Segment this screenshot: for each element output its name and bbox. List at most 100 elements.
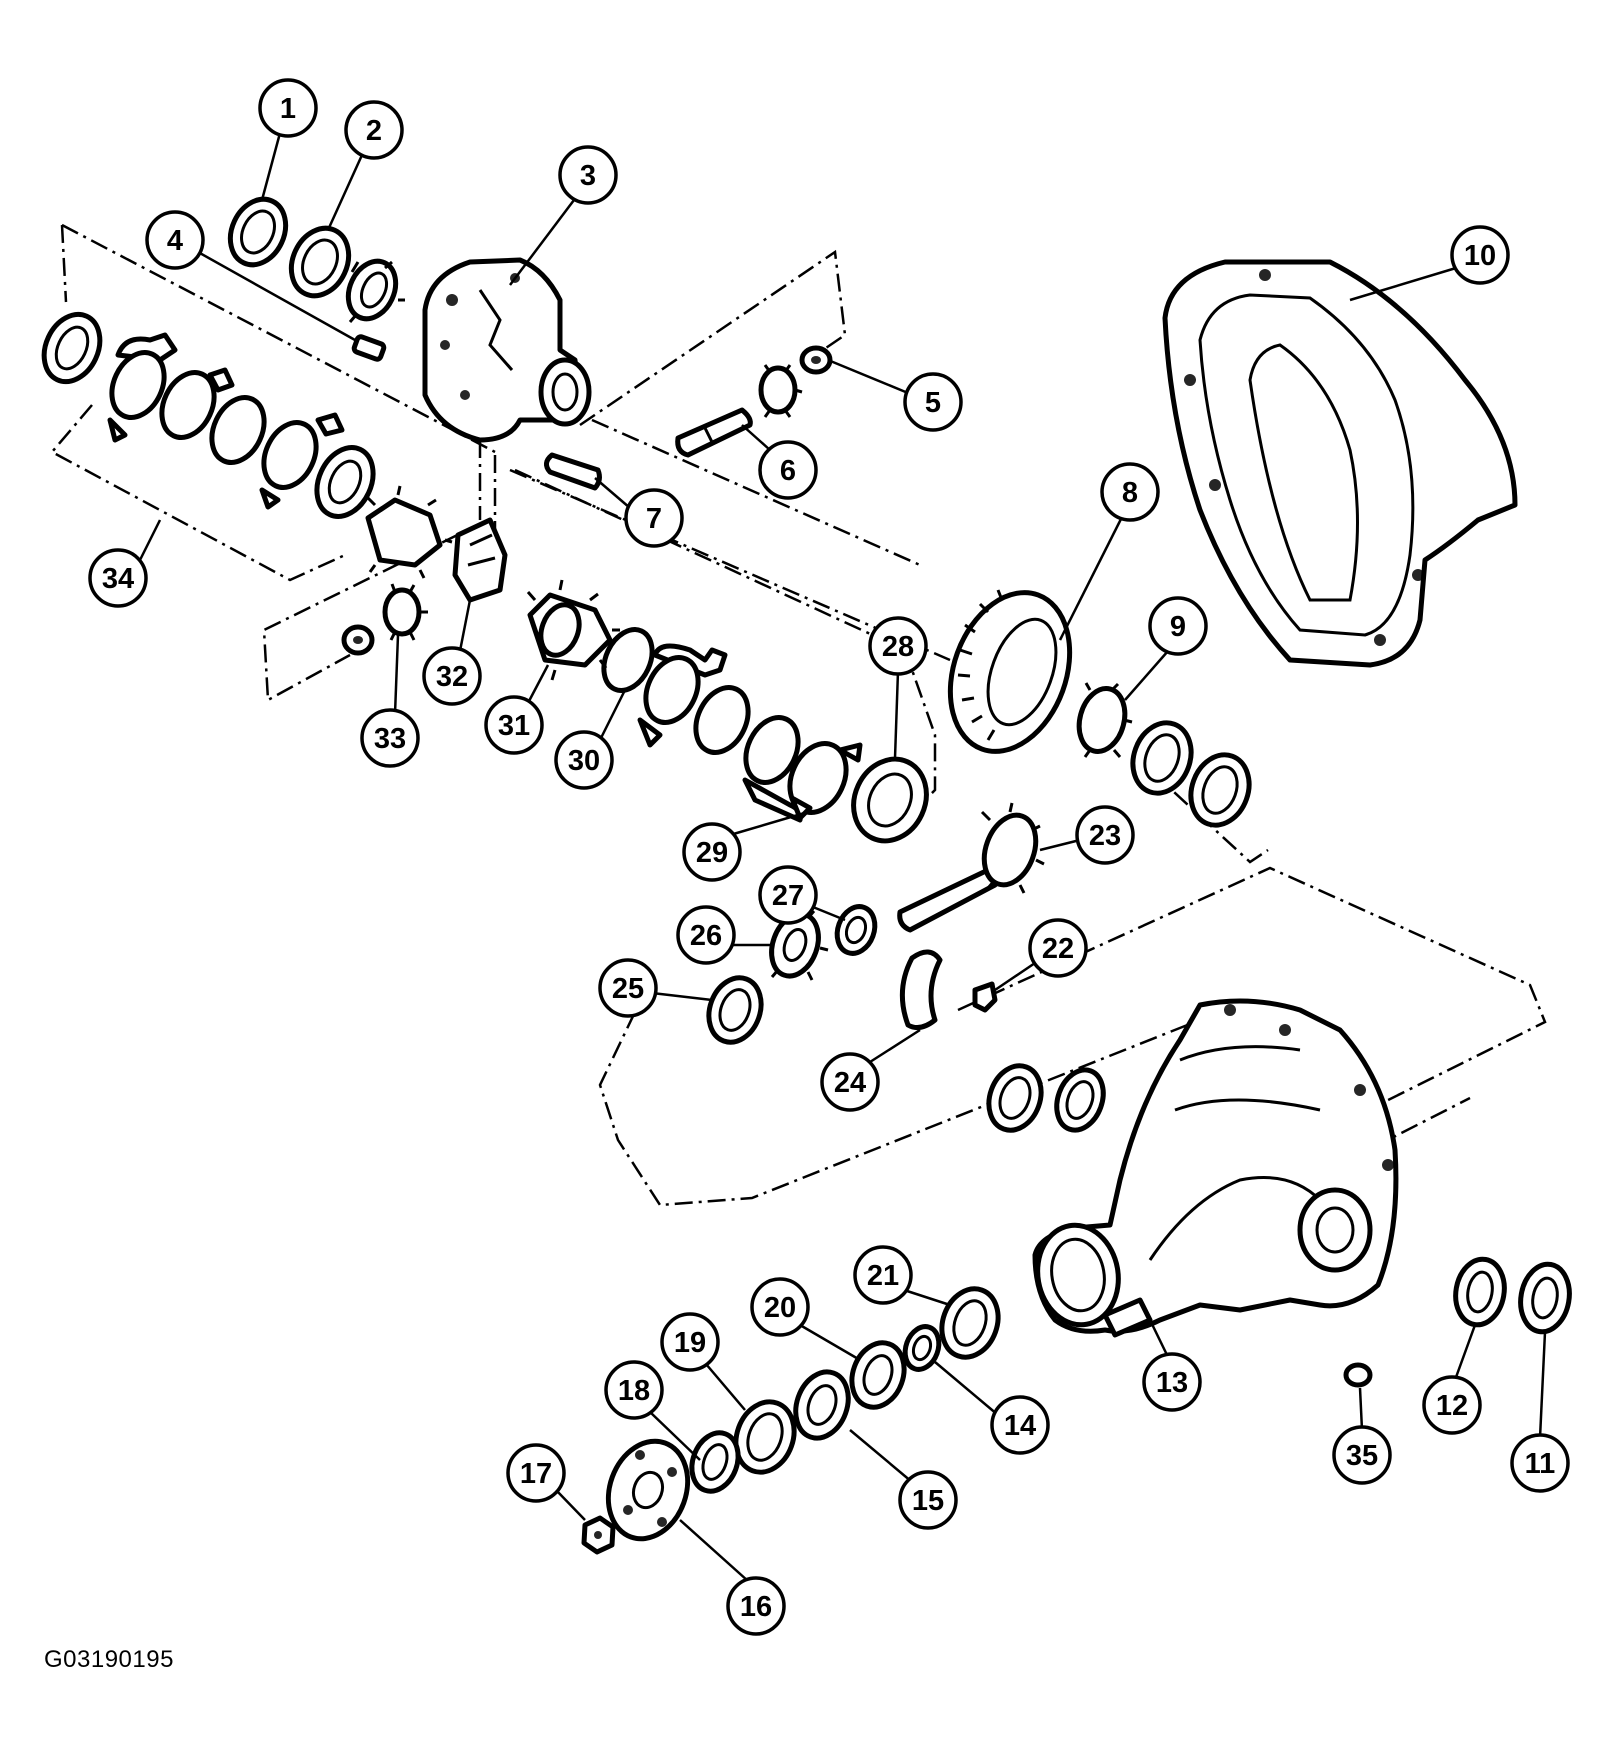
part-5-thrust-washer — [799, 345, 833, 375]
part-31-side-gear — [526, 579, 620, 681]
callout-5: 5 — [903, 372, 963, 432]
callout-number: 31 — [498, 710, 530, 742]
callout-number: 4 — [167, 225, 183, 257]
callout-11: 11 — [1510, 1433, 1570, 1493]
callout-circle — [1510, 1433, 1570, 1493]
callout-circle — [1450, 225, 1510, 285]
callout-27: 27 — [758, 865, 818, 925]
part-27-bearing-cup — [834, 904, 878, 956]
callout-circle — [422, 646, 482, 706]
callout-number: 21 — [867, 1260, 899, 1292]
callout-25: 25 — [598, 958, 658, 1018]
callout-number: 16 — [740, 1591, 772, 1623]
callout-number: 17 — [520, 1458, 552, 1490]
part-7-lock-pin — [544, 452, 602, 491]
callout-circle — [682, 822, 742, 882]
part-17-nut — [581, 1515, 616, 1555]
callout-23: 23 — [1075, 805, 1135, 865]
callout-circle — [598, 958, 658, 1018]
callout-circle — [604, 1360, 664, 1420]
callout-circle — [1422, 1375, 1482, 1435]
part-side-bearing — [345, 258, 405, 323]
callout-number: 15 — [912, 1485, 944, 1517]
part-14-collapsible-spacer — [902, 1324, 942, 1372]
callout-20: 20 — [750, 1277, 810, 1337]
callout-33: 33 — [360, 708, 420, 768]
callout-number: 35 — [1346, 1440, 1378, 1472]
part-28-seal — [851, 756, 929, 844]
part-34-clutch-pack-left — [41, 311, 376, 519]
part-9-bearing — [1076, 682, 1133, 758]
callout-12: 12 — [1422, 1375, 1482, 1435]
callout-18: 18 — [604, 1360, 664, 1420]
callout-circle — [750, 1277, 810, 1337]
callout-number: 3 — [580, 160, 596, 192]
callout-2: 2 — [344, 100, 404, 160]
callout-circle — [88, 548, 148, 608]
part-1-bearing-race — [227, 196, 289, 268]
callout-number: 22 — [1042, 933, 1074, 965]
callout-32: 32 — [422, 646, 482, 706]
callout-10: 10 — [1450, 225, 1510, 285]
callout-number: 30 — [568, 745, 600, 777]
callout-24: 24 — [820, 1052, 880, 1112]
part-35-plug — [1343, 1362, 1373, 1388]
callout-circle — [624, 488, 684, 548]
callout-15: 15 — [898, 1470, 958, 1530]
callout-number: 32 — [436, 661, 468, 693]
part-19-bearing-race — [733, 1399, 797, 1475]
callout-number: 11 — [1525, 1448, 1556, 1480]
callout-circle — [903, 372, 963, 432]
part-25-bearing-race — [706, 975, 764, 1045]
part-side-gear-left — [365, 485, 453, 579]
callout-14: 14 — [990, 1395, 1050, 1455]
callout-circle — [258, 78, 318, 138]
callout-1: 1 — [258, 78, 318, 138]
part-13-differential-housing — [1032, 998, 1399, 1338]
part-24-bracket — [899, 949, 943, 1031]
callout-28: 28 — [868, 616, 928, 676]
parts — [41, 196, 1572, 1555]
callout-number: 14 — [1004, 1410, 1036, 1442]
part-3-differential-case — [422, 257, 592, 443]
figure-code: G03190195 — [44, 1646, 174, 1673]
part-10-rear-cover — [1162, 259, 1518, 668]
part-6-cross-shaft — [675, 407, 753, 458]
callout-circle — [145, 210, 205, 270]
callout-4: 4 — [145, 210, 205, 270]
callout-circle — [360, 708, 420, 768]
callout-number: 19 — [674, 1327, 706, 1359]
callout-circle — [1332, 1425, 1392, 1485]
part-22-bolt — [972, 981, 998, 1013]
callout-circle — [726, 1576, 786, 1636]
callout-circle — [853, 1245, 913, 1305]
callout-26: 26 — [676, 905, 736, 965]
part-16-companion-flange — [605, 1438, 691, 1542]
callout-circle — [1100, 462, 1160, 522]
callout-number: 23 — [1089, 820, 1121, 852]
part-11-side-seal — [1518, 1261, 1572, 1335]
part-33-pinion-gear — [382, 583, 428, 641]
part-21-bearing-race — [939, 1286, 1001, 1360]
callout-16: 16 — [726, 1576, 786, 1636]
callout-labels: 1234567891011121314151617181920212223242… — [88, 78, 1570, 1636]
callout-number: 29 — [696, 837, 728, 869]
callout-circle — [1142, 1352, 1202, 1412]
callout-circle — [558, 145, 618, 205]
callout-number: 20 — [764, 1292, 796, 1324]
part-23-drive-pinion — [897, 802, 1045, 933]
callout-circle — [484, 695, 544, 755]
part-8-ring-gear — [947, 589, 1073, 754]
part-18-oil-seal — [689, 1430, 741, 1494]
part-housing-race-b — [1054, 1067, 1106, 1133]
callout-8: 8 — [1100, 462, 1160, 522]
callout-number: 9 — [1170, 611, 1186, 643]
callout-circle — [898, 1470, 958, 1530]
callout-34: 34 — [88, 548, 148, 608]
callout-3: 3 — [558, 145, 618, 205]
callout-number: 26 — [690, 920, 722, 952]
callout-number: 34 — [102, 563, 134, 595]
callout-31: 31 — [484, 695, 544, 755]
callout-circle — [1028, 918, 1088, 978]
callout-6: 6 — [758, 440, 818, 500]
